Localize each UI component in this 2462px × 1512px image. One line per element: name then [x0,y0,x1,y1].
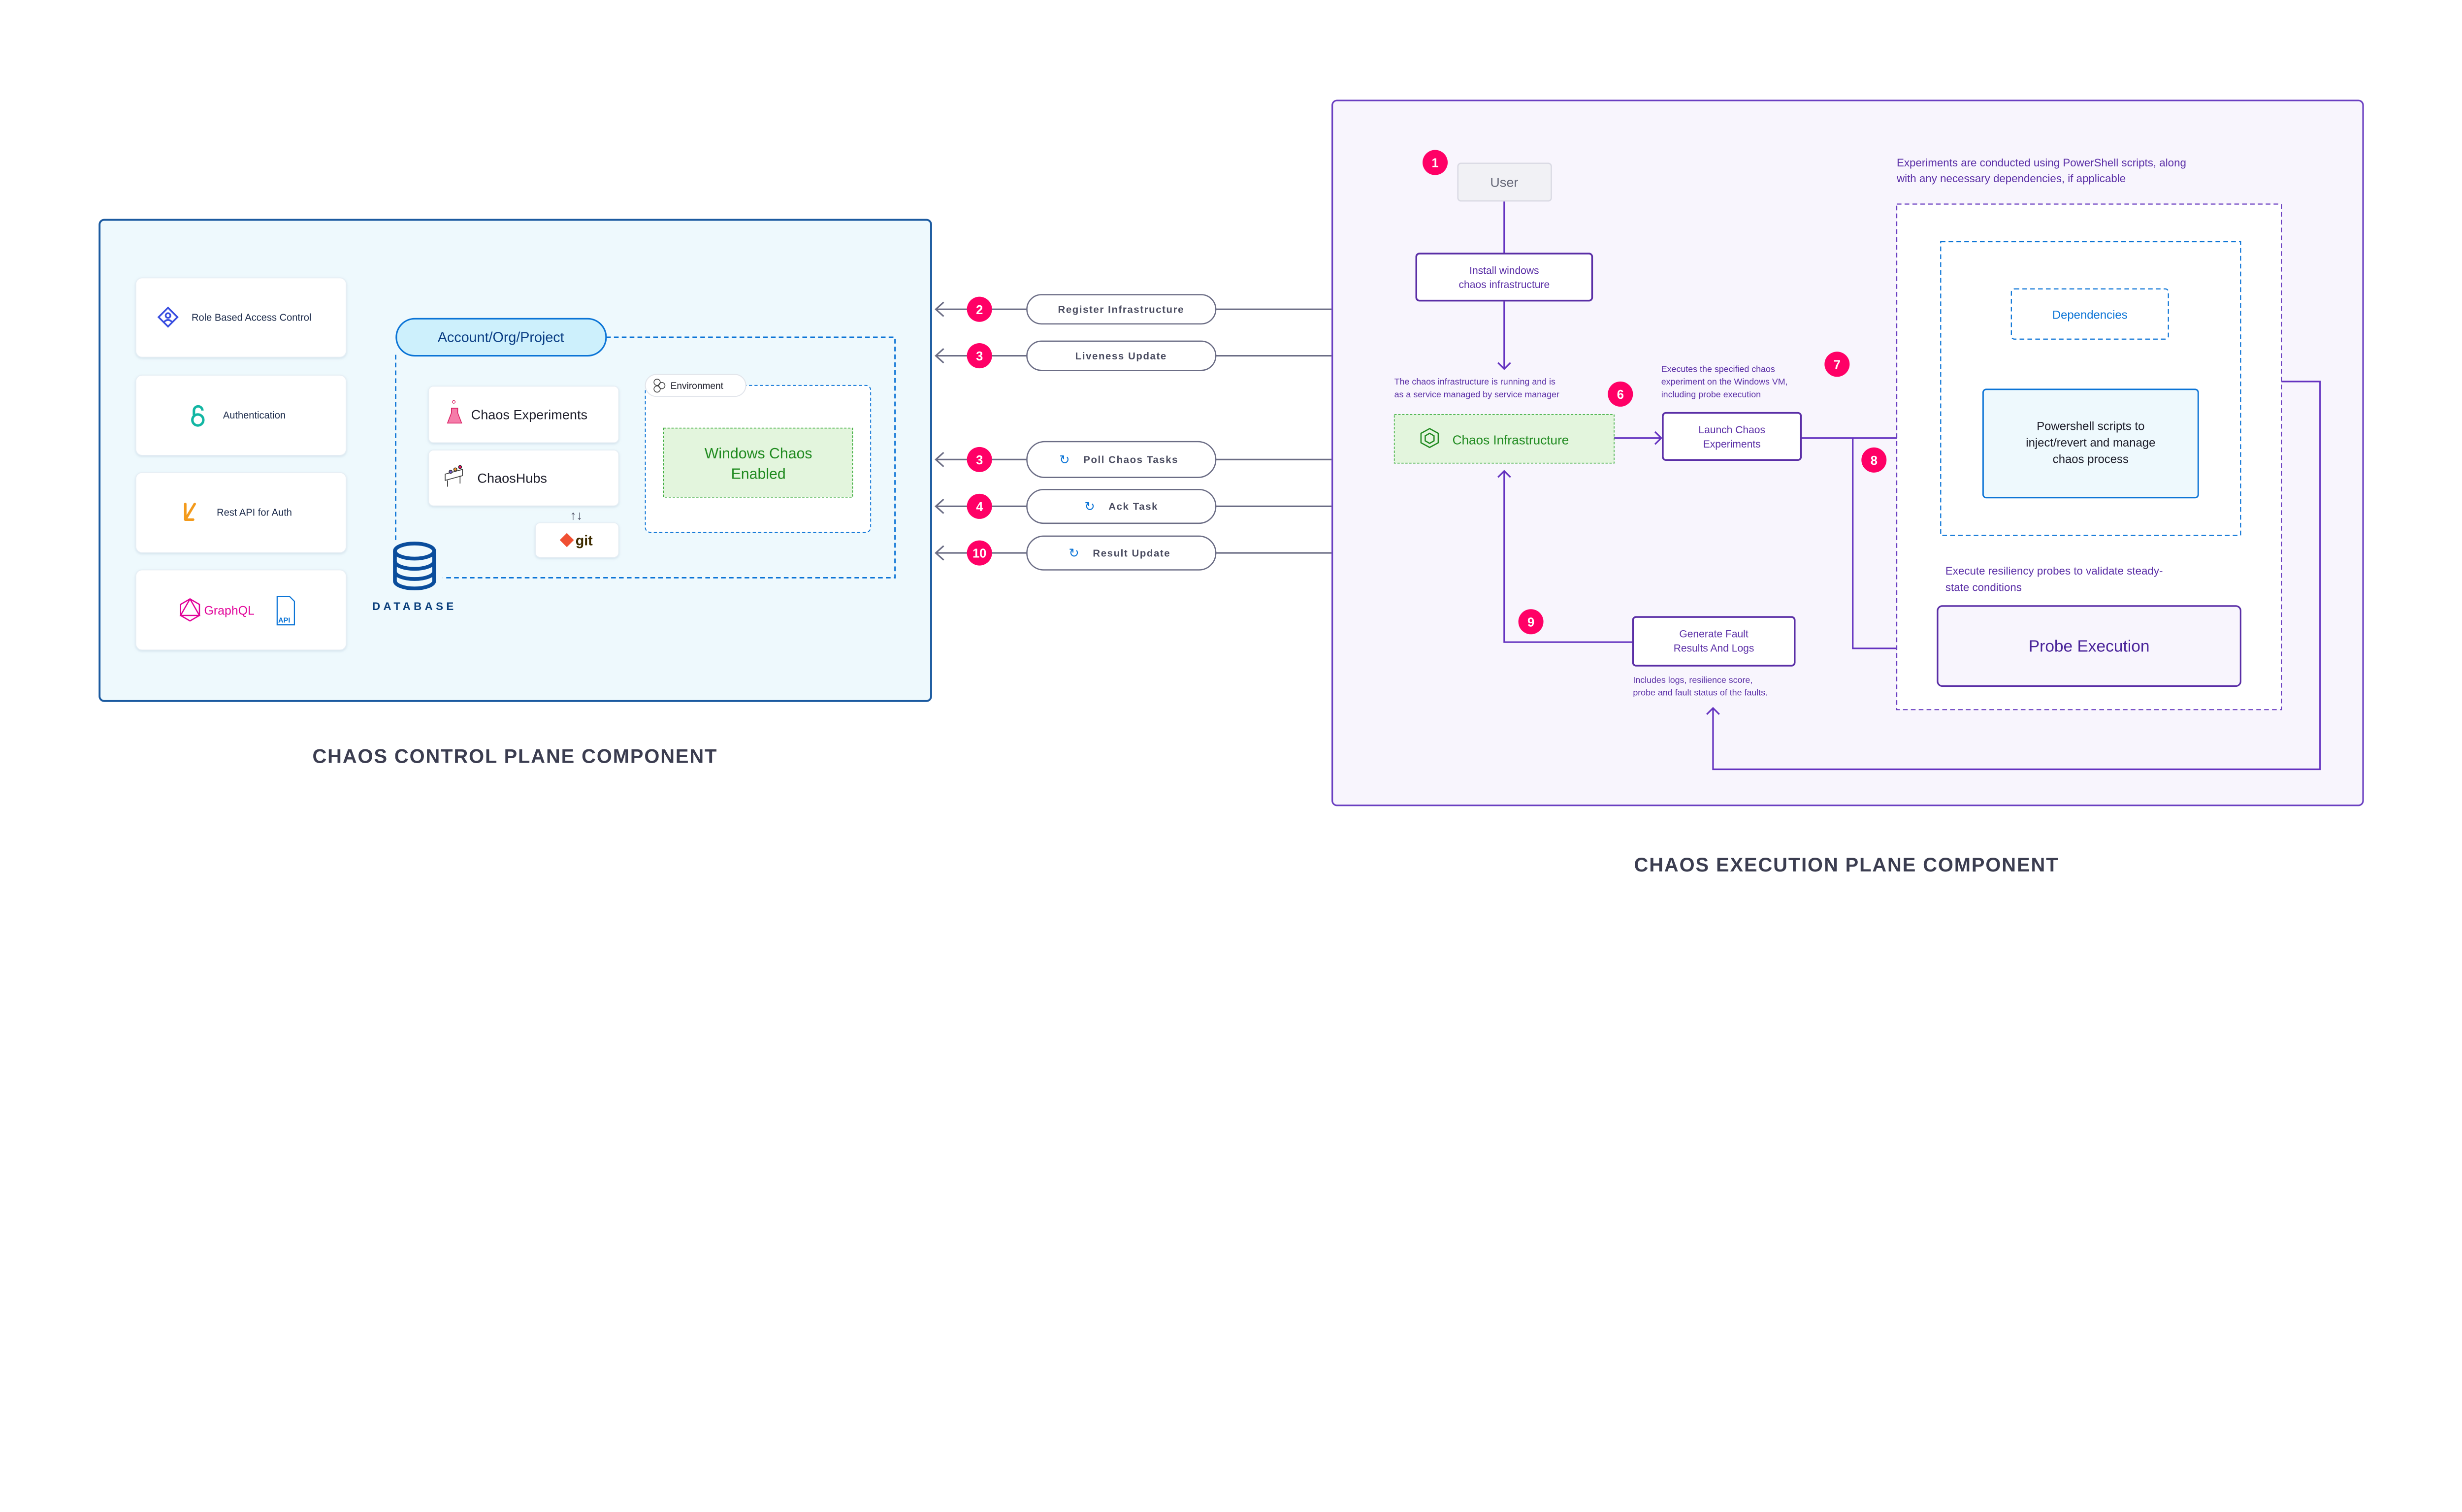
module-label: ChaosHubs [477,471,547,486]
scope-boundary [395,336,896,579]
rest-api-icon [184,503,196,521]
step-badge: 3 [976,453,983,467]
environment-box: Environment Windows Chaos Enabled [645,374,872,533]
message-ack: 4 ↻ Ack Task [935,488,1332,524]
install-infrastructure-step: Install windows chaos infrastructure [1415,253,1593,302]
powershell-node: Powershell scripts to inject/revert and … [1982,388,2199,499]
card-label: Authentication [223,410,286,421]
step-badge: 2 [976,303,983,317]
refresh-icon: ↻ [1059,453,1069,467]
chaos-experiments-card[interactable]: Chaos Experiments [428,386,619,444]
dependencies-label: Dependencies [2052,308,2128,322]
chaos-infrastructure-label: Chaos Infrastructure [1453,432,1569,447]
launch-experiments-step: Launch Chaos Experiments [1662,412,1802,461]
rbac-icon [157,306,179,328]
powershell-note: with any necessary dependencies, if appl… [1896,172,2126,185]
step-badge: 7 [1834,358,1841,372]
step-badge: 4 [976,500,983,514]
powershell-note: Experiments are conducted using PowerShe… [1897,157,2186,169]
chaos-infrastructure-node: Chaos Infrastructure [1393,414,1615,464]
control-plane-panel: Role Based Access Control Authentication… [98,219,932,702]
git-logo-icon [559,533,574,547]
launch-note: Executes the specified chaos [1661,364,1775,374]
database-icon [393,542,436,590]
api-document-icon: API [276,596,295,626]
user-node: User [1457,162,1552,202]
message-liveness: 3 Liveness Update [935,340,1332,371]
environment-label: Environment [671,381,724,391]
step-badge: 3 [976,350,983,363]
probe-note: Execute resiliency probes to validate st… [1945,565,2163,577]
probe-execution-node: Probe Execution [1937,605,2241,687]
execution-plane-title: CHAOS EXECUTION PLANE COMPONENT [1634,854,2059,876]
step-label: Experiments [1703,439,1761,450]
git-card[interactable]: git [535,522,619,558]
generate-note: Includes logs, resilience score, [1633,675,1752,685]
message-register: 2 Register Infrastructure [935,294,1332,325]
status-line: Windows Chaos [705,446,812,462]
powershell-label: inject/revert and manage [2026,436,2155,450]
architecture-diagram: Role Based Access Control Authentication… [98,99,2364,876]
infra-note: as a service managed by service manager [1394,389,1559,399]
probe-note: state conditions [1945,581,2022,594]
git-label: git [576,533,593,548]
sync-arrows-icon: ↑↓ [570,509,583,522]
step-label: Launch Chaos [1698,424,1765,436]
message-poll: 3 ↻ Poll Chaos Tasks [935,441,1332,478]
environment-icon [653,379,666,393]
message-result: 10 ↻ Result Update [935,535,1332,571]
status-line: Enabled [731,466,786,483]
step-badge: 1 [1431,157,1438,170]
step-badge: 10 [972,547,986,561]
step-label: Results And Logs [1674,643,1754,654]
generate-results-step: Generate Fault Results And Logs [1632,616,1796,667]
graphql-icon [179,597,201,622]
powershell-label: Powershell scripts to [2037,420,2144,433]
hexagon-icon [1420,428,1439,449]
module-label: Chaos Experiments [471,407,587,422]
open-lock-icon [191,405,205,427]
message-label: Register Infrastructure [1058,305,1185,316]
chaoshubs-card[interactable]: ChaosHubs [428,450,619,507]
step-label: Install windows [1469,265,1539,276]
refresh-icon: ↻ [1069,547,1079,560]
control-plane-title: CHAOS CONTROL PLANE COMPONENT [312,746,717,768]
user-label: User [1490,174,1518,190]
card-rbac: Role Based Access Control [135,277,347,358]
scope-label: Account/Org/Project [438,330,564,346]
svg-text:API: API [278,616,290,624]
step-badge: 6 [1617,388,1624,402]
card-graphql: GraphQL API [135,569,347,650]
flask-icon [447,400,462,424]
message-label: Result Update [1093,548,1170,559]
powershell-label: chaos process [2053,453,2129,466]
dependencies-node: Dependencies [2010,288,2169,340]
infra-note: The chaos infrastructure is running and … [1394,377,1555,386]
step-badge: 9 [1527,615,1534,629]
database-label: DATABASE [372,600,457,612]
test-tubes-rack-icon [445,465,463,487]
launch-note: including probe execution [1661,389,1761,399]
step-label: chaos infrastructure [1458,279,1550,290]
probe-label: Probe Execution [2029,637,2150,655]
windows-chaos-status [663,427,853,498]
launch-note: experiment on the Windows VM, [1661,377,1788,386]
message-label: Ack Task [1108,502,1158,513]
message-label: Liveness Update [1075,351,1167,362]
card-label: Rest API for Auth [217,508,292,518]
card-authentication: Authentication [135,375,347,456]
card-label: Role Based Access Control [192,312,311,323]
execution-plane-panel: 1 User Install windows chaos infrastruct… [1331,99,2364,806]
refresh-icon: ↻ [1084,500,1095,514]
generate-note: probe and fault status of the faults. [1633,688,1768,698]
card-label: GraphQL [204,604,255,617]
message-label: Poll Chaos Tasks [1083,455,1178,466]
step-label: Generate Fault [1679,629,1748,640]
card-rest-api: Rest API for Auth [135,472,347,553]
scope-pill[interactable]: Account/Org/Project [395,318,607,357]
step-badge: 8 [1871,454,1878,468]
